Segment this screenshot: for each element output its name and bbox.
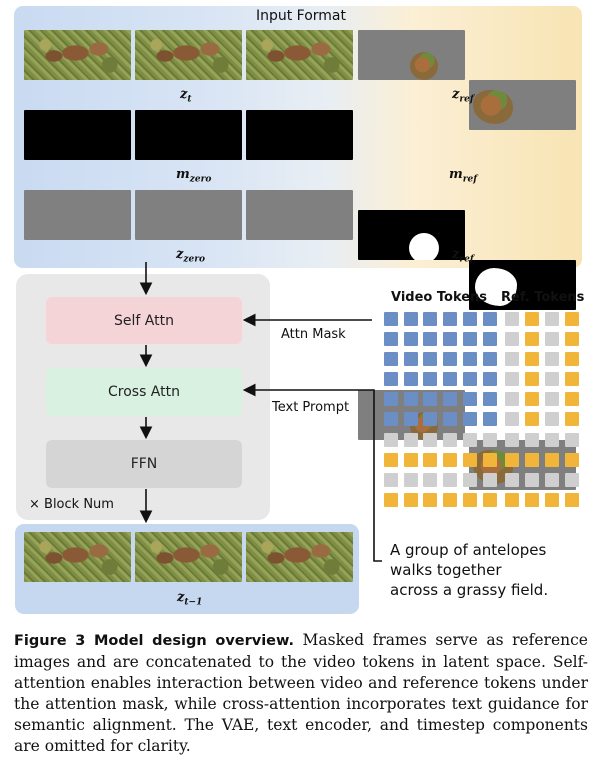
caption-heading: Figure 3 Model design overview.	[14, 633, 294, 649]
figure-caption: Figure 3 Model design overview. Masked f…	[14, 630, 588, 757]
caption-body: Masked frames serve as reference images …	[14, 631, 588, 755]
arrow-text-prompt	[246, 390, 382, 561]
